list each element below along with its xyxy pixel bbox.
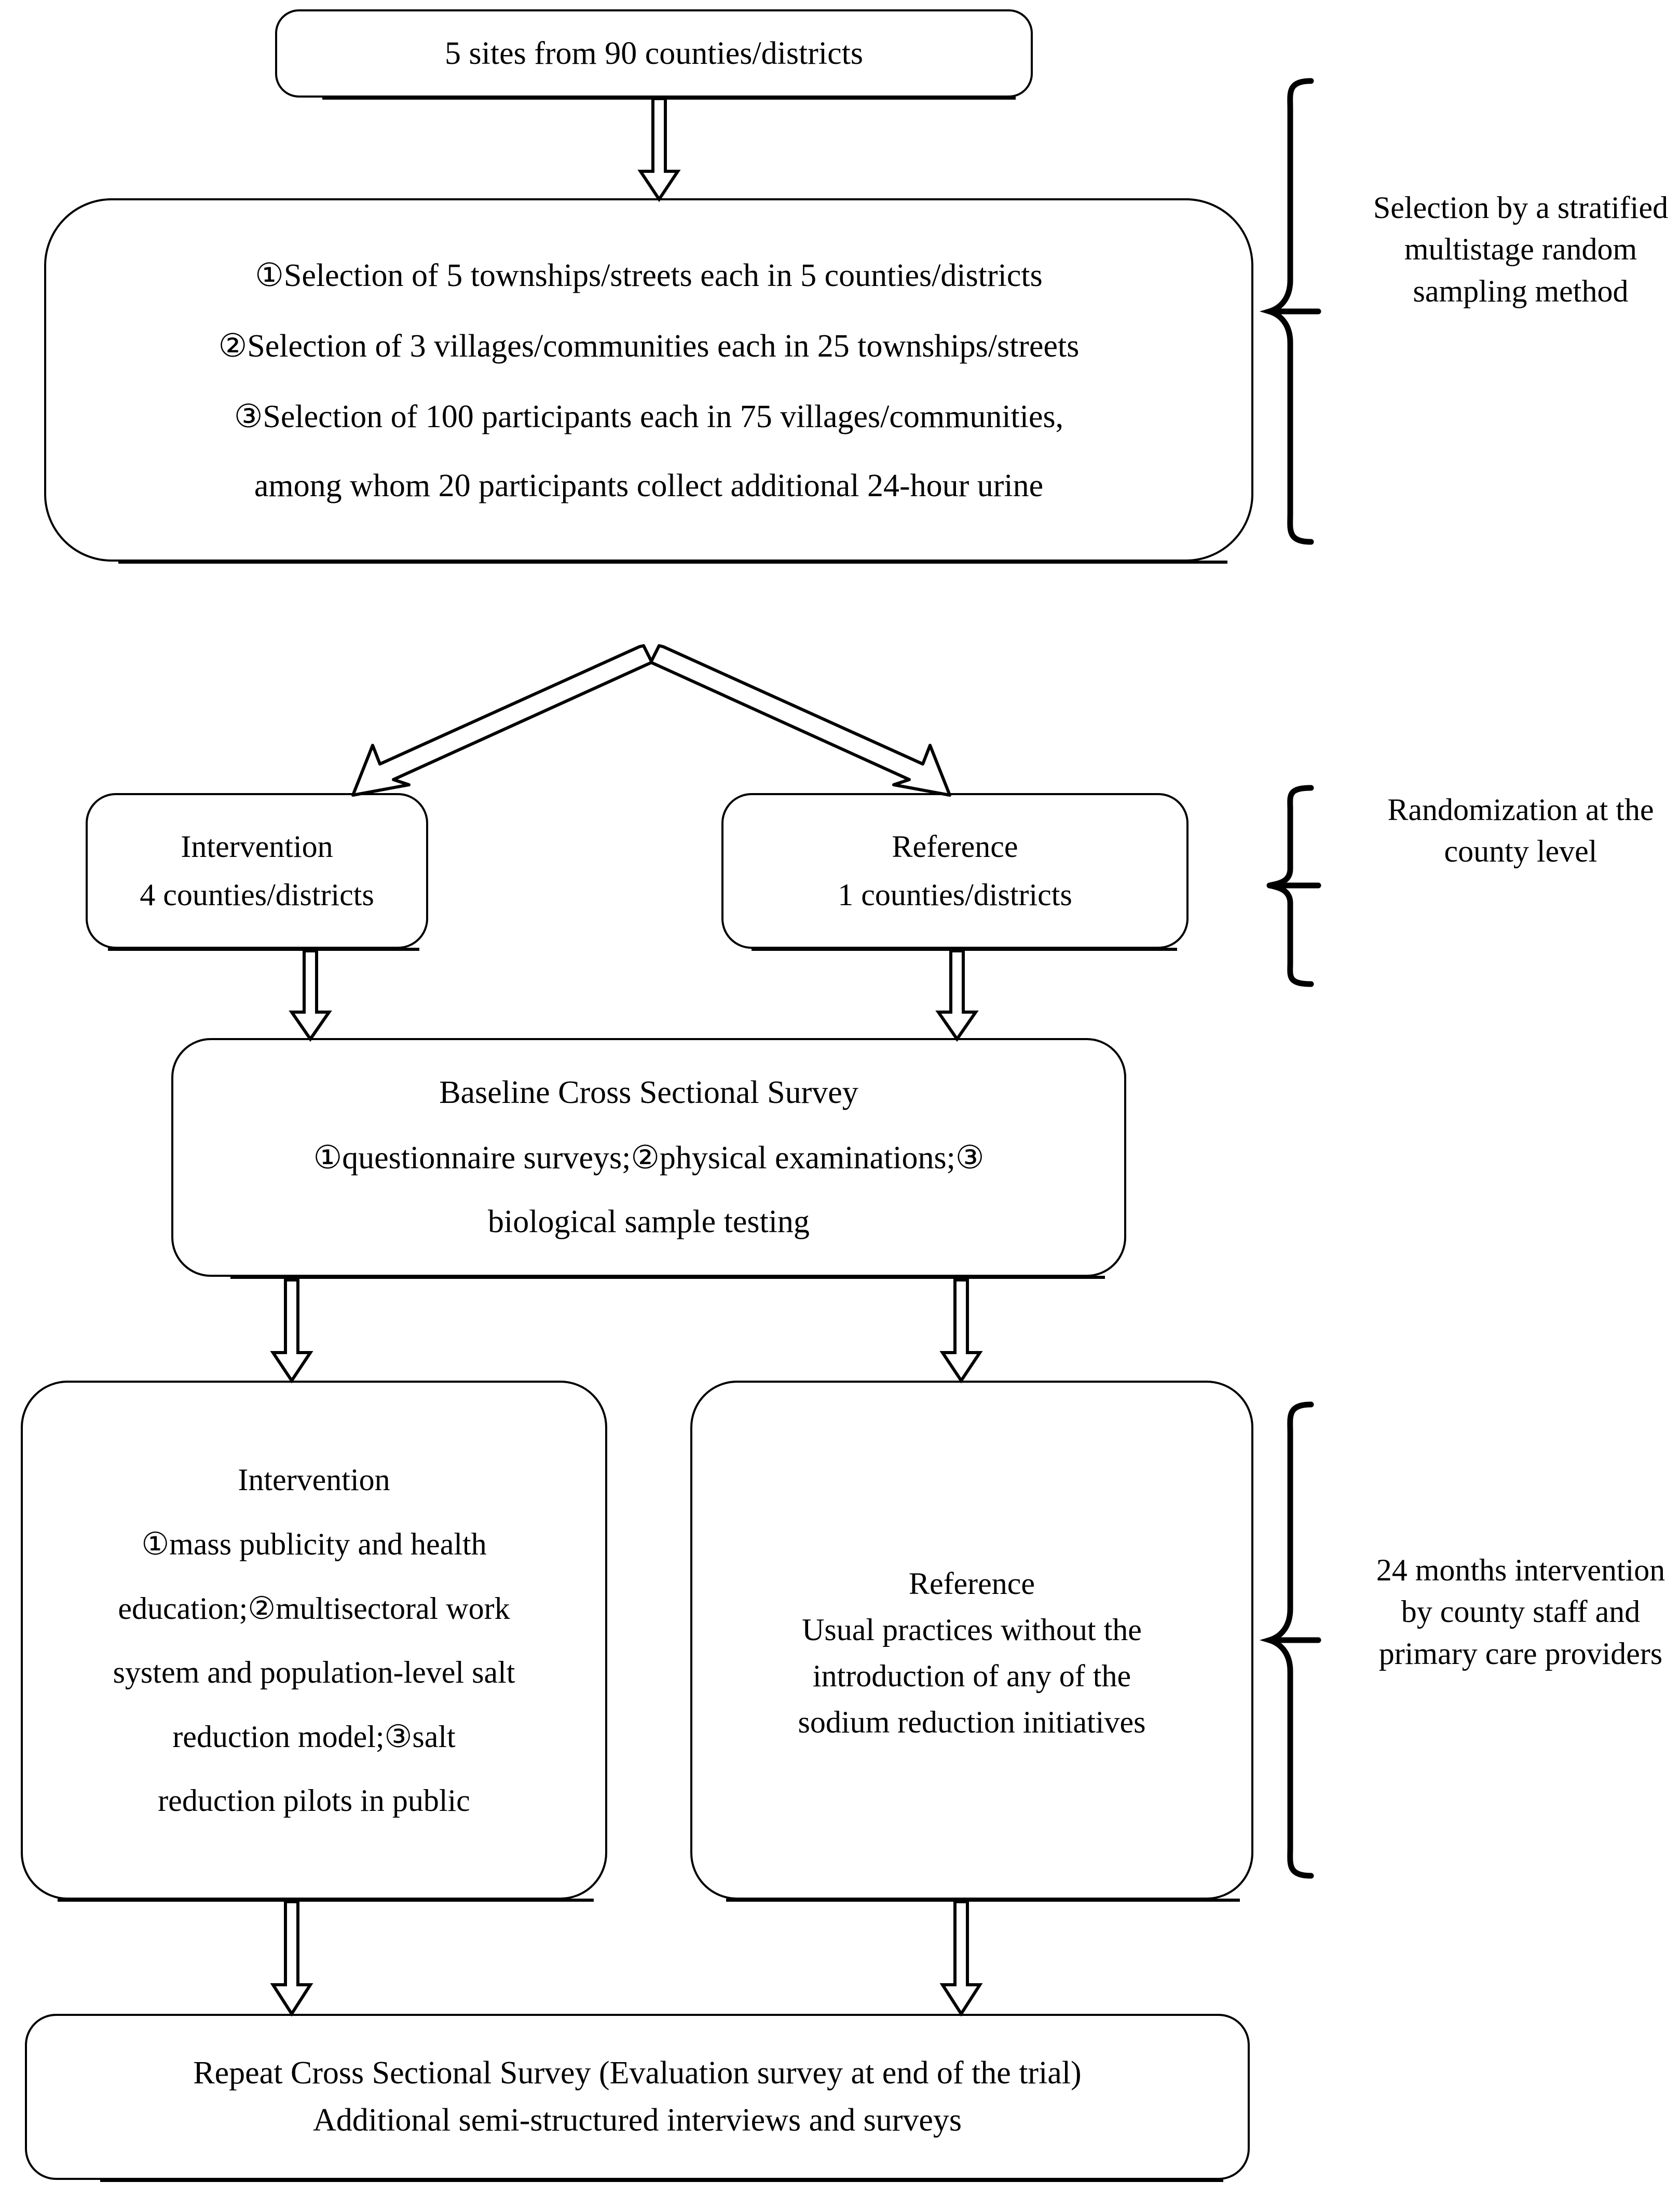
node-reference-arm-line-2: 1 counties/districts bbox=[838, 878, 1072, 912]
node-intervention-arm-line-2: 4 counties/districts bbox=[140, 878, 374, 912]
node-selection-line-1: ①Selection of 5 townships/streets each i… bbox=[255, 257, 1043, 293]
arrow-baseline-to-reference-detail bbox=[939, 1278, 983, 1384]
node-selection-line-4: among whom 20 participants collect addit… bbox=[254, 468, 1044, 503]
node-reference-detail-line-4: sodium reduction initiatives bbox=[798, 1705, 1146, 1739]
node-reference-arm-line-1: Reference bbox=[892, 829, 1018, 864]
node-intervention-detail-line-5: reduction model;③salt bbox=[172, 1719, 456, 1754]
node-selection-line-3: ③Selection of 100 participants each in 7… bbox=[234, 399, 1064, 434]
node-intervention-detail-line-6: reduction pilots in public bbox=[158, 1783, 470, 1818]
node-repeat-line-1: Repeat Cross Sectional Survey (Evaluatio… bbox=[193, 2055, 1082, 2091]
node-baseline-survey: Baseline Cross Sectional Survey ①questio… bbox=[171, 1038, 1126, 1279]
arrow-reference-detail-to-repeat bbox=[939, 1900, 983, 2017]
arrow-sites-to-selection bbox=[637, 97, 681, 202]
node-intervention-detail-line-4: system and population-level salt bbox=[113, 1655, 515, 1689]
arrow-reference-arm-to-baseline bbox=[935, 949, 979, 1042]
node-intervention-arm-line-1: Intervention bbox=[181, 829, 333, 864]
node-reference-detail: Reference Usual practices without the in… bbox=[690, 1381, 1253, 1902]
node-reference-detail-line-2: Usual practices without the bbox=[802, 1613, 1142, 1647]
arrow-intervention-detail-to-repeat bbox=[270, 1900, 313, 2017]
node-selection-line-2: ②Selection of 3 villages/communities eac… bbox=[218, 328, 1080, 364]
node-sites-line-1: 5 sites from 90 counties/districts bbox=[445, 35, 863, 71]
node-intervention-detail-line-3: education;②multisectoral work bbox=[118, 1591, 510, 1626]
node-baseline-line-1: Baseline Cross Sectional Survey bbox=[439, 1075, 858, 1110]
brace-randomization bbox=[1266, 785, 1355, 987]
node-intervention-detail-line-1: Intervention bbox=[238, 1462, 390, 1497]
arrow-intervention-arm-to-baseline bbox=[289, 949, 332, 1042]
node-reference-arm: Reference 1 counties/districts bbox=[721, 793, 1189, 951]
node-repeat-line-2: Additional semi-structured interviews an… bbox=[312, 2103, 962, 2138]
node-baseline-line-2: ①questionnaire surveys;②physical examina… bbox=[313, 1140, 985, 1176]
annotation-intervention-period: 24 months intervention by county staff a… bbox=[1376, 1553, 1665, 1671]
node-intervention-detail-line-2: ①mass publicity and health bbox=[141, 1526, 487, 1561]
brace-intervention-period bbox=[1259, 1401, 1355, 1879]
node-intervention-arm: Intervention 4 counties/districts bbox=[86, 793, 428, 951]
node-baseline-line-3: biological sample testing bbox=[488, 1204, 810, 1239]
node-intervention-detail: Intervention ①mass publicity and health … bbox=[21, 1381, 607, 1902]
node-selection-steps: ①Selection of 5 townships/streets each i… bbox=[44, 198, 1253, 564]
arrow-baseline-to-intervention-detail bbox=[270, 1278, 313, 1384]
annotation-randomization: Randomization at the county level bbox=[1387, 793, 1654, 869]
arrow-selection-to-reference-arm bbox=[649, 644, 971, 799]
node-sites: 5 sites from 90 counties/districts bbox=[275, 9, 1033, 100]
node-reference-detail-line-1: Reference bbox=[908, 1566, 1035, 1601]
node-repeat-survey: Repeat Cross Sectional Survey (Evaluatio… bbox=[25, 2014, 1250, 2182]
brace-selection-method bbox=[1259, 78, 1355, 545]
node-reference-detail-line-3: introduction of any of the bbox=[812, 1659, 1131, 1693]
annotation-selection-method: Selection by a stratified multistage ran… bbox=[1373, 190, 1669, 308]
arrow-selection-to-intervention-arm bbox=[332, 644, 654, 799]
